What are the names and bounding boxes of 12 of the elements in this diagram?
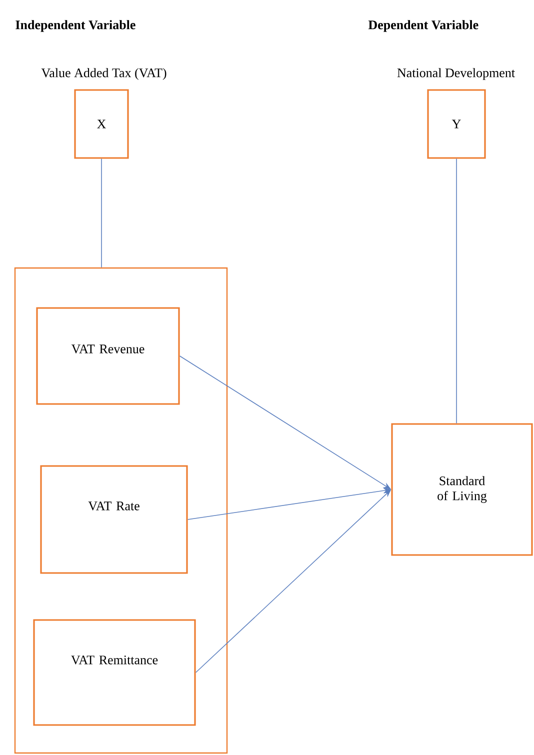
- connector-line: [456, 158, 457, 424]
- variable-box: X: [74, 89, 129, 159]
- concept-box: Standard of Living: [391, 423, 533, 556]
- connector-line: [101, 158, 102, 268]
- variable-box: Y: [427, 89, 486, 159]
- heading: Dependent Variable: [368, 20, 478, 32]
- concept-box: VAT Rate: [40, 465, 188, 574]
- heading: Independent Variable: [16, 20, 136, 32]
- concept-box: VAT Revenue: [36, 307, 180, 405]
- variable-name: Value Added Tax (VAT): [41, 68, 166, 80]
- variable-name: National Development: [397, 68, 515, 80]
- concept-box: VAT Remittance: [33, 619, 196, 726]
